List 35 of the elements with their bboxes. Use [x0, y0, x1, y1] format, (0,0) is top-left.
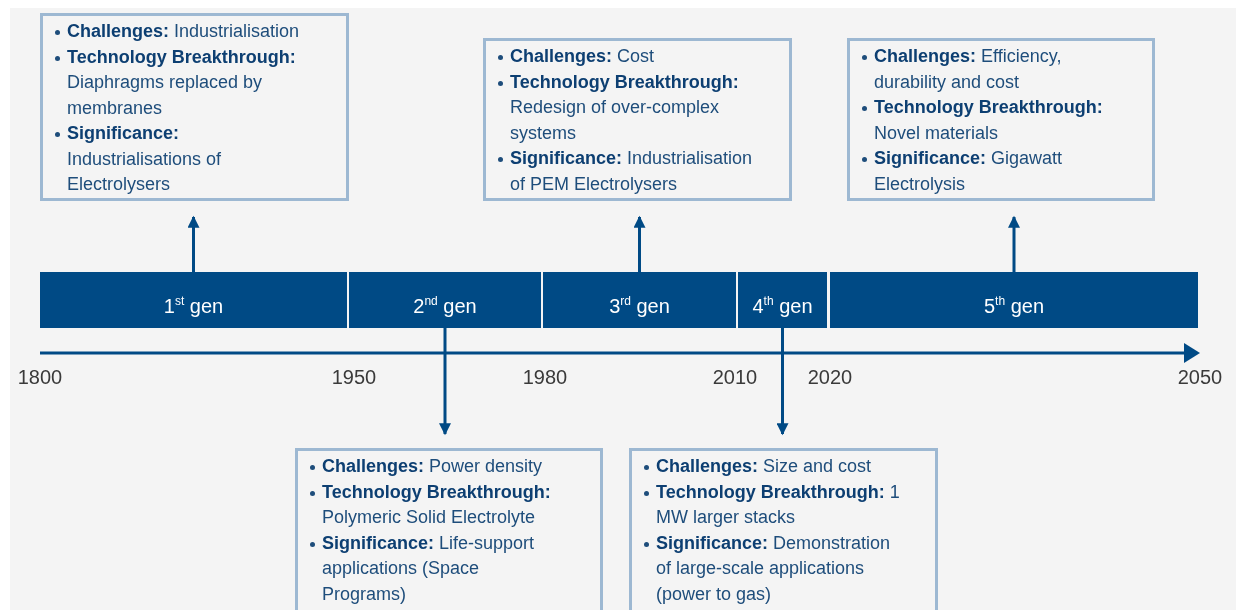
year-label: 1950: [331, 366, 377, 389]
bullet-text: Technology Breakthrough: Redesign of over-complex systems: [510, 70, 740, 145]
bullet-text: Significance: Life-support applications (Space Programs): [322, 531, 536, 606]
bullet-text: Significance: Demonstration of large-scale applications (power to gas): [656, 531, 892, 606]
info-box: [40, 13, 349, 201]
bullet-text: Challenges: Industrialisation: [67, 20, 301, 43]
bullet-text: Significance: Gigawatt Electrolysis: [874, 147, 1064, 196]
bullet-text: Significance: Industrialisations of Electrolysers: [67, 122, 223, 196]
bullet-text: Challenges: Size and cost: [656, 455, 873, 478]
arrow: [439, 328, 451, 436]
generation-bar: 2$^{nd}$ gen: [349, 272, 541, 328]
year-label: 1800: [17, 366, 63, 389]
year-label: 2010: [712, 366, 758, 389]
info-box: [629, 448, 938, 610]
arrow: [187, 215, 200, 272]
generation-bar: 4$^{th}$ gen: [738, 272, 827, 328]
generation-bar: 5$^{th}$ gen: [830, 272, 1198, 328]
year-label: 2050: [1177, 366, 1223, 389]
bullet-text: Challenges: Efficiency, durability and cost: [874, 45, 1063, 94]
bullet-text: Significance: Industrialisation of PEM Electrolysers: [510, 147, 754, 196]
bullet-text: Technology Breakthrough: Diaphragms replaced by membranes: [67, 45, 297, 120]
generation-bar: 1$^{st}$ gen: [40, 272, 347, 328]
bullet-text: Challenges: Power density: [322, 455, 544, 478]
info-box: [847, 38, 1155, 201]
bullet-text: Technology Breakthrough: Novel materials: [874, 96, 1104, 145]
year-label: 2020: [807, 366, 853, 389]
bullet-text: Technology Breakthrough: 1 MW larger stacks: [656, 480, 901, 529]
bullet-text: Challenges: Cost: [510, 45, 656, 68]
info-box: [295, 448, 603, 610]
bullet-text: Technology Breakthrough: Polymeric Solid Electrolyte: [322, 480, 552, 529]
arrow: [1008, 215, 1020, 272]
arrow: [633, 215, 646, 272]
generation-bar: 3$^{rd}$ gen: [543, 272, 736, 328]
info-box: [483, 38, 792, 201]
year-label: 1980: [522, 366, 568, 389]
